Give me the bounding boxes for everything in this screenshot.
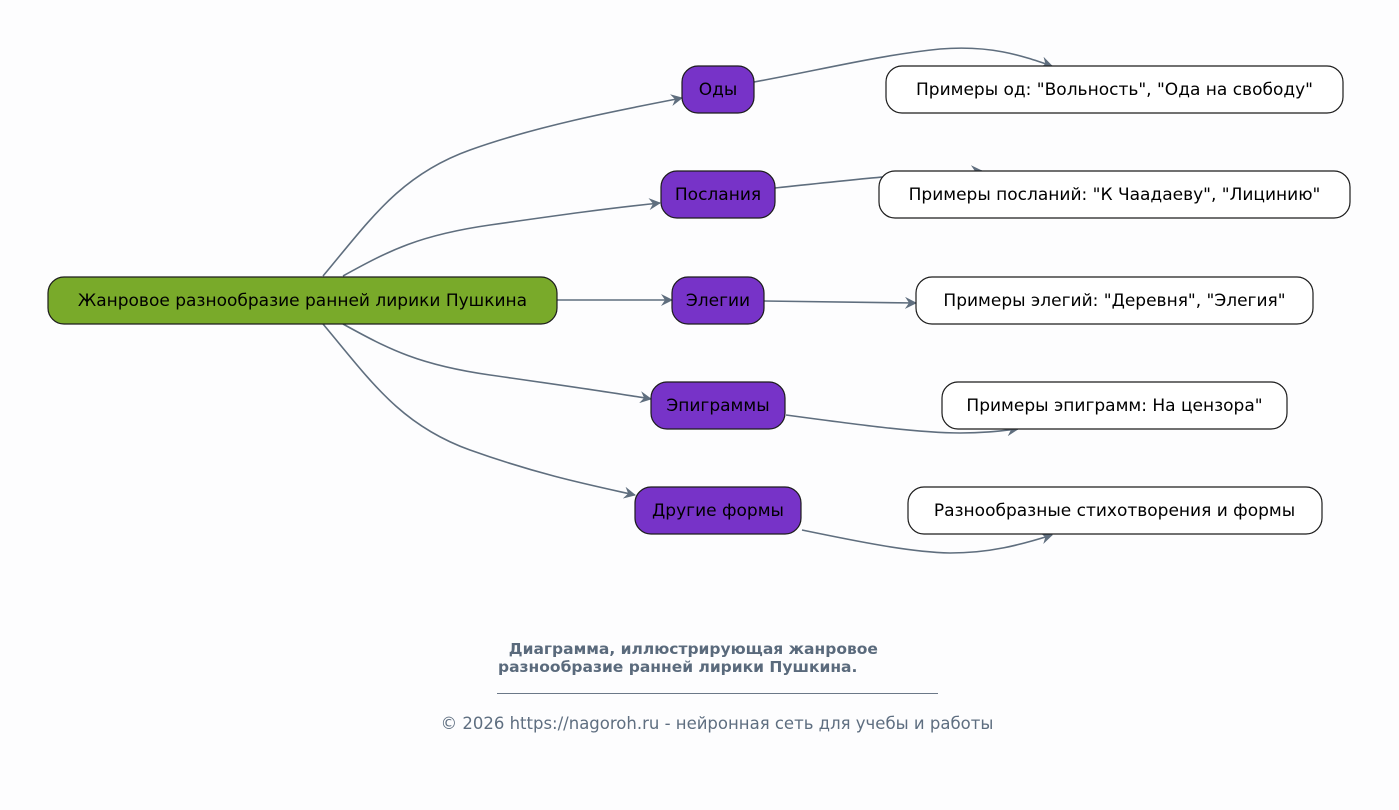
edge-epigrammy-example xyxy=(785,414,1019,437)
example-node-ody[interactable]: Примеры од: "Вольность", "Ода на свободу… xyxy=(885,65,1344,114)
genre-node-ody[interactable]: Оды xyxy=(681,65,755,114)
example-label: Примеры од: "Вольность", "Ода на свободу… xyxy=(916,80,1313,100)
genre-label: Эпиграммы xyxy=(666,396,769,416)
root-node[interactable]: Жанровое разнообразие ранней лирики Пушк… xyxy=(47,276,558,325)
genre-node-epigrammy[interactable]: Эпиграммы xyxy=(650,381,786,430)
example-label: Разнообразные стихотворения и формы xyxy=(934,501,1295,521)
edge-drugie-example xyxy=(801,529,1053,554)
genre-diagram: Жанровое разнообразие ранней лирики Пушк… xyxy=(47,47,1351,554)
genre-node-poslaniya[interactable]: Послания xyxy=(660,170,776,219)
example-node-drugie[interactable]: Разнообразные стихотворения и формы xyxy=(907,486,1323,535)
example-label: Примеры посланий: "К Чаадаеву", "Лицинию… xyxy=(909,185,1321,205)
edge-root-drugie xyxy=(322,323,636,499)
example-node-epigrammy[interactable]: Примеры эпиграмм: На цензора" xyxy=(941,381,1288,430)
genre-node-drugie[interactable]: Другие формы xyxy=(634,486,802,535)
genre-node-elegii[interactable]: Элегии xyxy=(671,276,765,325)
edge-ody-example xyxy=(753,47,1053,83)
example-node-poslaniya[interactable]: Примеры посланий: "К Чаадаеву", "Лицинию… xyxy=(878,170,1351,219)
edge-elegii-example xyxy=(763,296,917,309)
genre-label: Элегии xyxy=(686,291,750,311)
example-label: Примеры эпиграмм: На цензора" xyxy=(966,396,1262,416)
genre-label: Оды xyxy=(699,80,738,100)
edge-root-poslaniya xyxy=(342,198,661,277)
genre-label: Послания xyxy=(675,185,761,205)
diagram-caption: Диаграмма, иллюстрирующая жанровое разно… xyxy=(498,640,938,676)
edge-root-epigrammy xyxy=(342,323,652,404)
footer-copyright: © 2026 https://nagoroh.ru - нейронная се… xyxy=(440,714,994,733)
root-label: Жанровое разнообразие ранней лирики Пушк… xyxy=(78,291,527,311)
edge-root-ody xyxy=(322,94,683,277)
example-node-elegii[interactable]: Примеры элегий: "Деревня", "Элегия" xyxy=(915,276,1314,325)
caption-divider xyxy=(497,693,938,694)
genre-label: Другие формы xyxy=(652,501,784,521)
example-label: Примеры элегий: "Деревня", "Элегия" xyxy=(943,291,1285,311)
caption-line-1: Диаграмма, иллюстрирующая жанровое xyxy=(498,640,878,658)
caption-line-2: разнообразие ранней лирики Пушкина. xyxy=(498,658,858,676)
